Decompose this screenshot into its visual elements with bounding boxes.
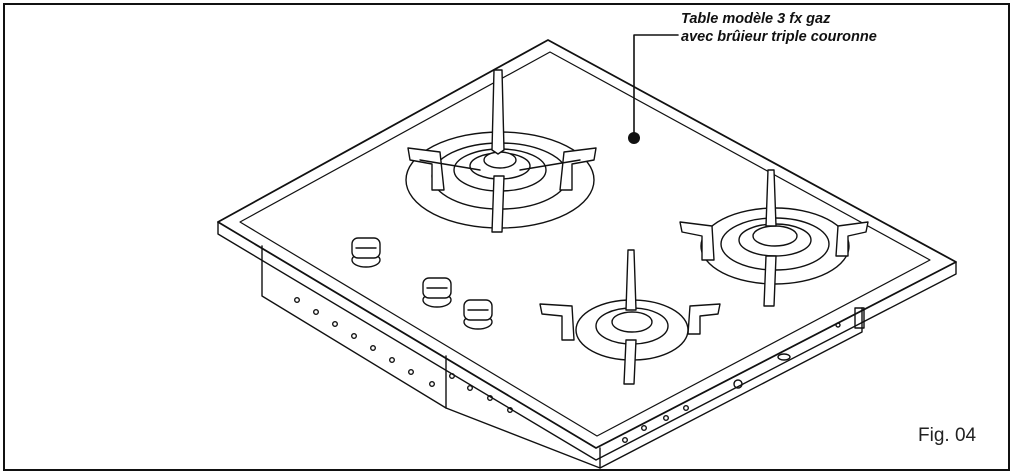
knob-2: [422, 277, 452, 308]
callout-label-line-1: Table modèle 3 fx gaz: [681, 11, 831, 27]
callout-dot: [628, 132, 640, 144]
callout-leader: [628, 34, 679, 144]
burner-triple-crown: [405, 69, 597, 233]
figure-number: Fig. 04: [918, 425, 977, 446]
hob-glass-top: [217, 39, 957, 449]
control-knobs: [351, 237, 493, 330]
callout-label: Table modèle 3 fx gaz avec brûieur tripl…: [681, 10, 877, 46]
hob-body: [217, 221, 957, 469]
burner-right: [679, 169, 869, 307]
callout-label-line-2: avec brûieur triple couronne: [681, 29, 877, 45]
knob-3: [463, 299, 493, 330]
knob-1: [351, 237, 381, 268]
burner-front: [539, 249, 721, 385]
